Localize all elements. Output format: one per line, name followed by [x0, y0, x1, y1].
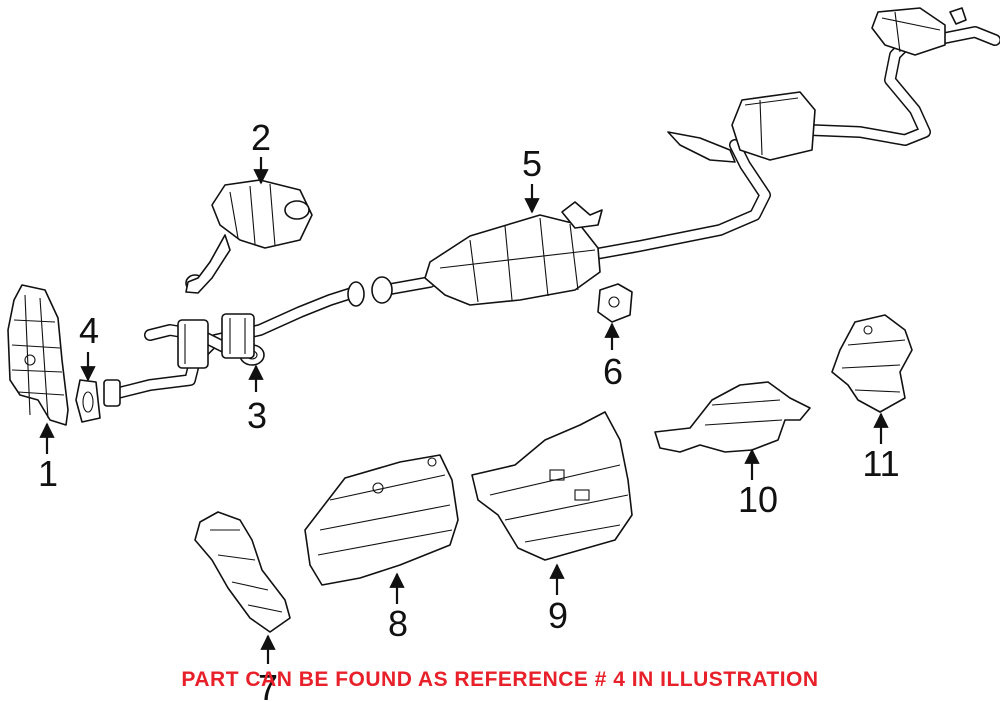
- footnote-text: PART CAN BE FOUND AS REFERENCE # 4 IN IL…: [181, 668, 819, 691]
- callout-11: 11: [862, 443, 899, 484]
- part-1-catalytic-converter: [7, 284, 69, 426]
- part-10-heat-shield: [654, 381, 811, 453]
- part-6-isolator: [597, 283, 633, 323]
- callout-labels: 1 2 3 4 5 6 7 8 9 10 11: [38, 117, 900, 702]
- rear-muffler: [667, 91, 816, 163]
- part-11-heat-shield: [831, 314, 913, 413]
- callout-3: 3: [247, 395, 267, 436]
- part-3-y-pipe: [177, 313, 255, 369]
- callout-5: 5: [522, 143, 542, 184]
- part-5-muffler: [424, 201, 603, 306]
- callout-1: 1: [38, 453, 58, 494]
- callout-9: 9: [548, 595, 568, 636]
- part-9-heat-shield: [471, 411, 633, 561]
- callout-2: 2: [251, 117, 271, 158]
- part-7-heat-shield: [194, 511, 291, 633]
- leader-arrows: [39, 157, 889, 664]
- part-8-heat-shield: [304, 454, 459, 586]
- callout-7: 7: [258, 667, 278, 702]
- part-2-catalytic-converter: [185, 179, 313, 294]
- callout-4: 4: [79, 310, 99, 351]
- callout-8: 8: [388, 603, 408, 644]
- tail-muffler: [871, 7, 967, 56]
- part-4-gasket: [75, 379, 101, 423]
- callout-10: 10: [738, 479, 778, 520]
- callout-6: 6: [603, 351, 623, 392]
